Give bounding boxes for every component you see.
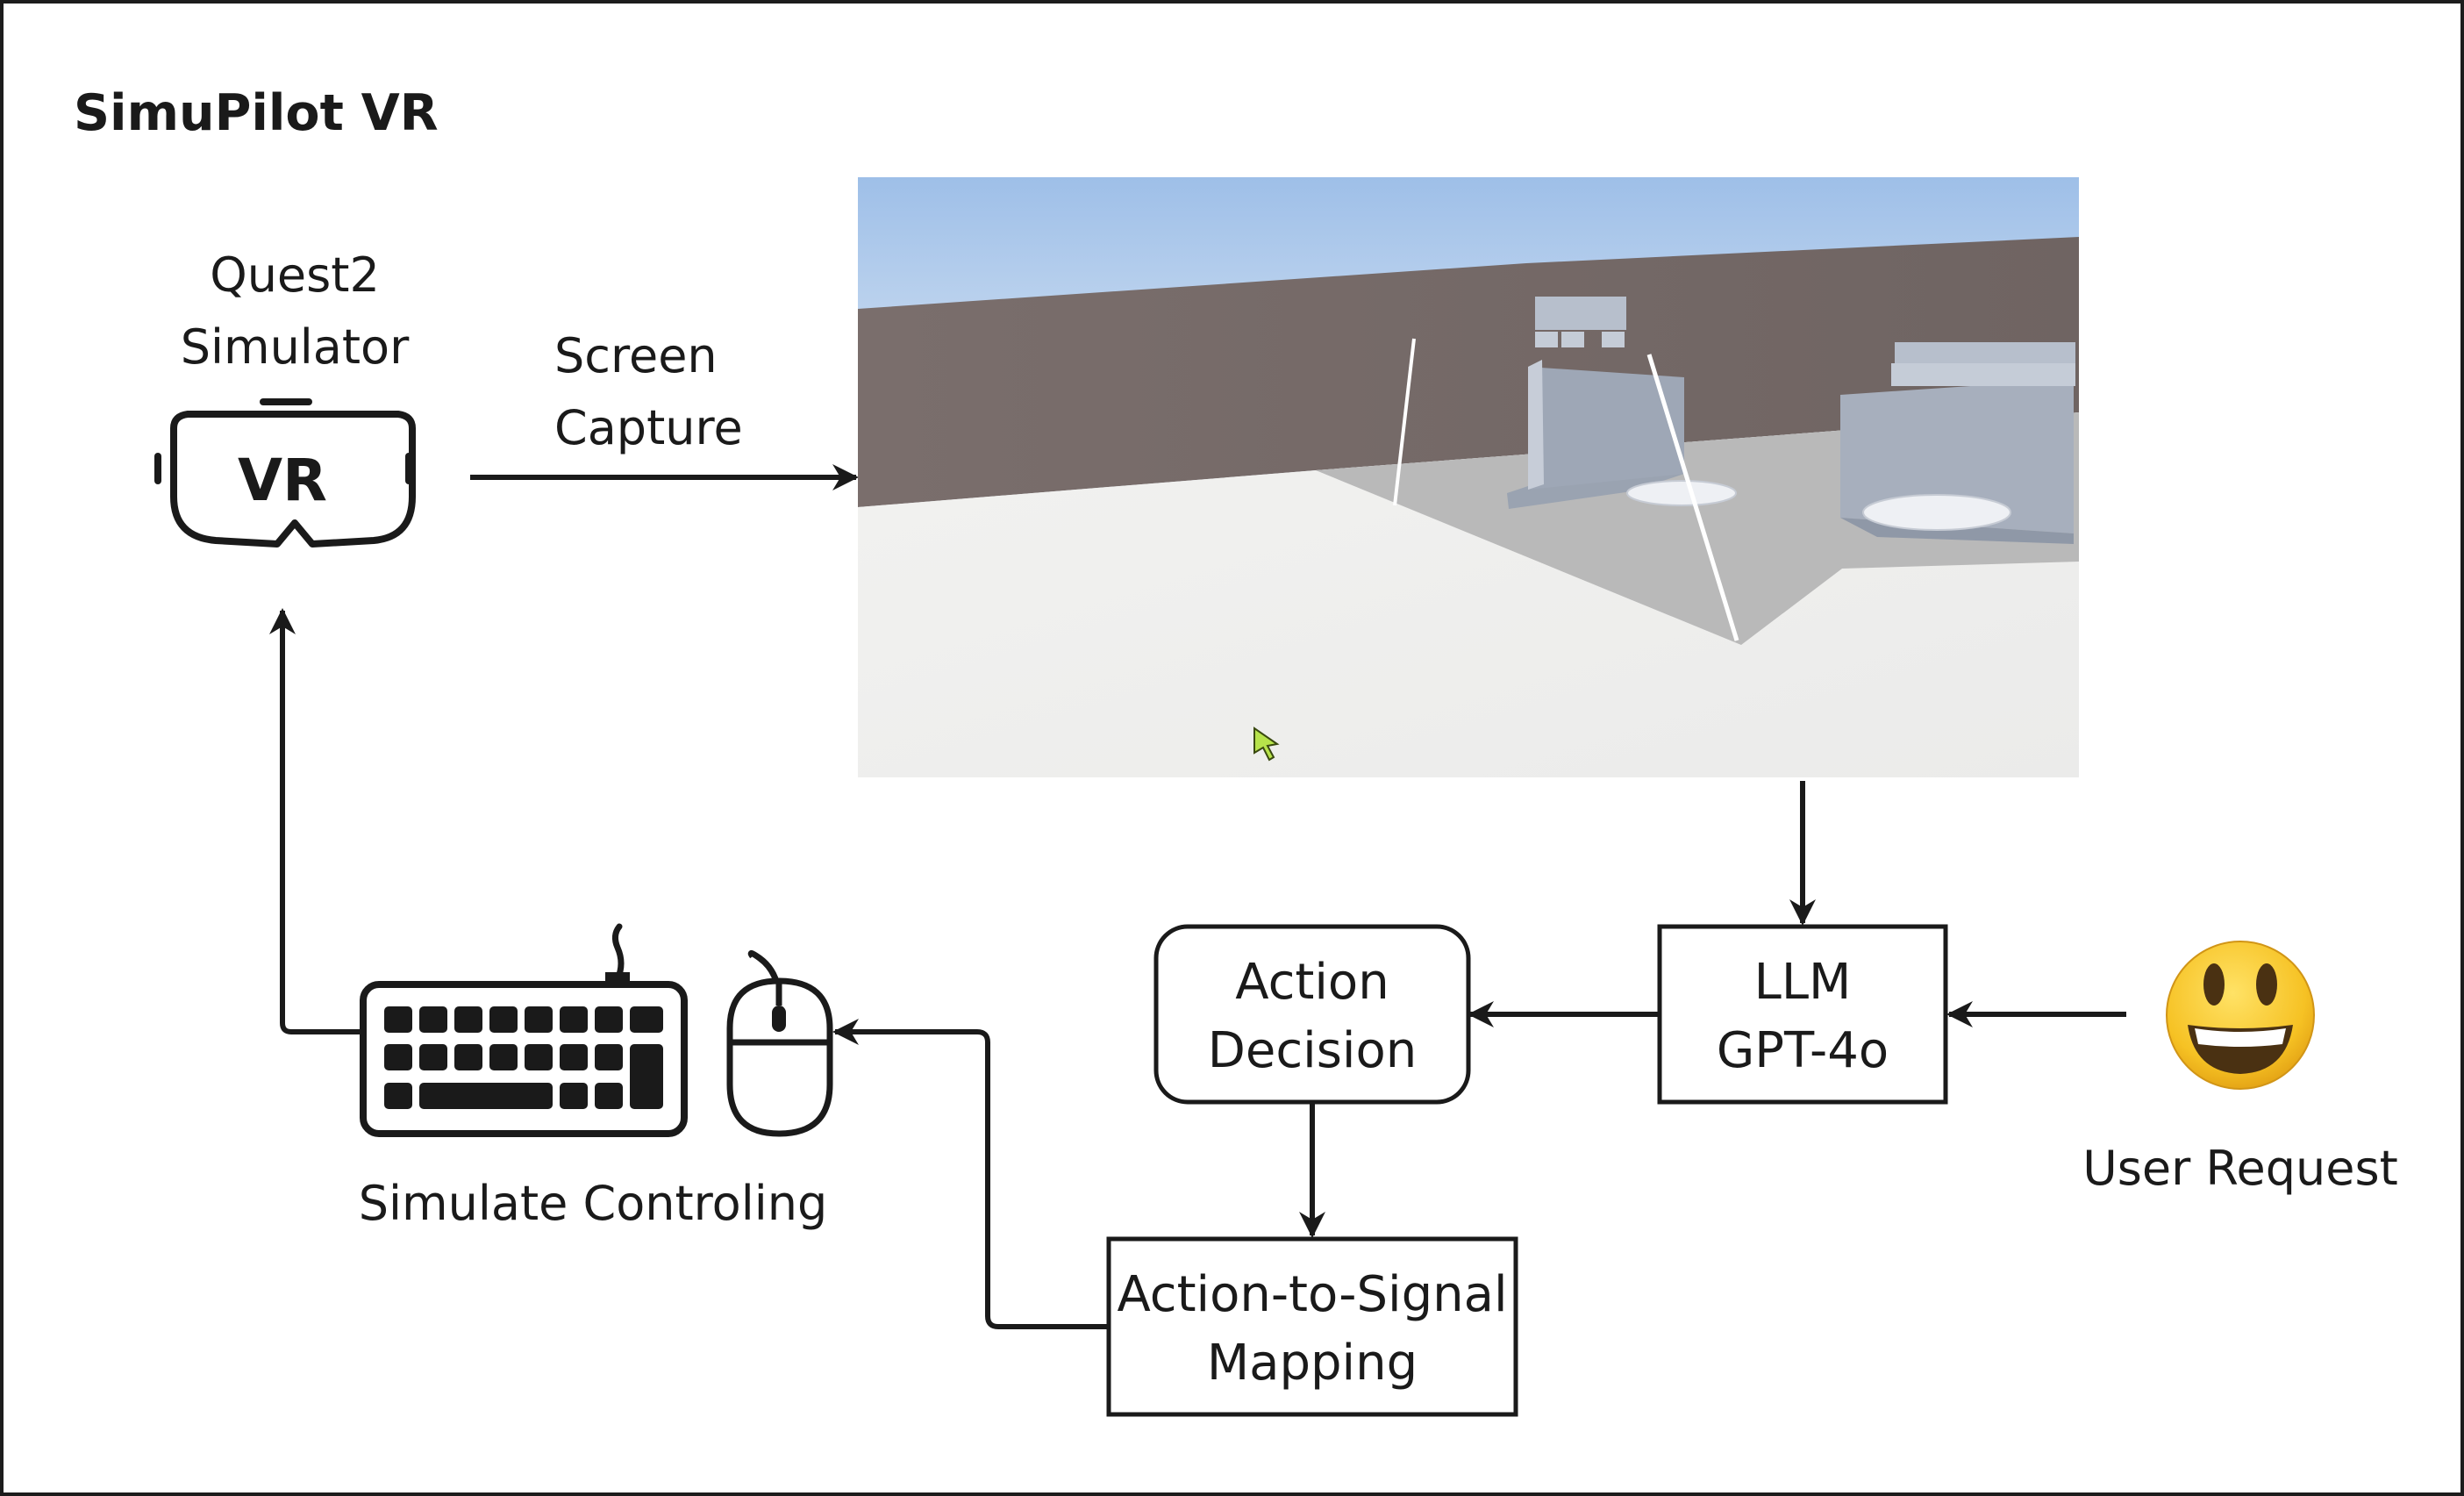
llm-node [1657, 924, 1948, 1105]
user-request-label: User Request [2082, 1141, 2398, 1196]
screen-capture-label-line2: Capture [554, 400, 743, 455]
vr-logo-text: VR [238, 447, 327, 514]
headset-label-line1: Quest2 [210, 247, 380, 303]
simulate-controls-label: Simulate Controling [359, 1176, 827, 1231]
vr-scene-screenshot [858, 177, 2079, 777]
screen-capture-label-line1: Screen [554, 328, 718, 383]
mapping-line2: Mapping [1207, 1335, 1418, 1392]
keyboard-icon [360, 923, 688, 1137]
mapping-node [1106, 1236, 1518, 1417]
action-decision-line2: Decision [1208, 1022, 1417, 1079]
vr-headset-icon [154, 398, 416, 548]
diagram-title: SimuPilot VR [74, 84, 439, 142]
mouse-icon [726, 950, 833, 1137]
llm-label-line1: LLM [1754, 954, 1852, 1011]
action-decision-line1: Action [1235, 954, 1389, 1011]
arrow-controls-to-headset [269, 608, 363, 1034]
headset-label-line2: Simulator [181, 319, 410, 375]
mapping-line1: Action-to-Signal [1117, 1266, 1507, 1323]
smiley-face-icon [2166, 941, 2315, 1090]
llm-label-line2: GPT-4o [1717, 1022, 1889, 1079]
arrow-mapping-to-controls [832, 1019, 1109, 1329]
